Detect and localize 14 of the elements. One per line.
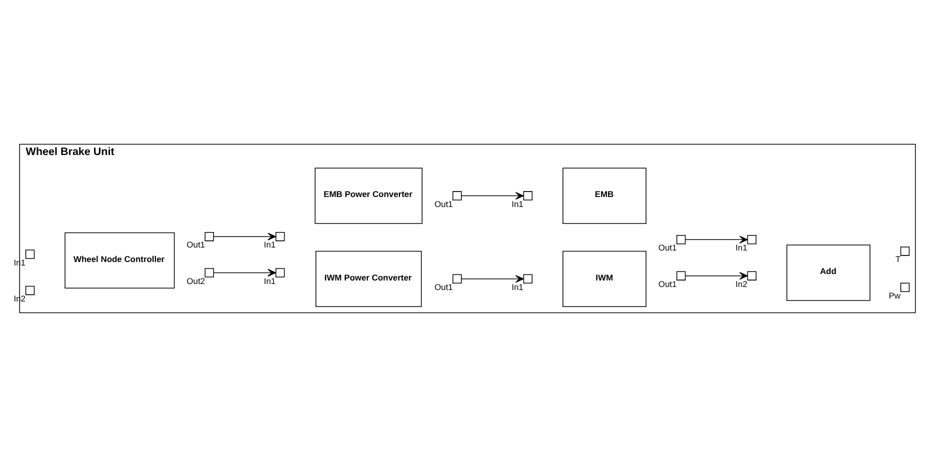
node-label: Out1 (186, 240, 206, 250)
node-label: In1 (264, 276, 276, 286)
node-label: Out1 (658, 278, 677, 289)
node-label: In1 (512, 282, 524, 292)
node-label: Pw (888, 290, 900, 300)
node-label: In1 (736, 242, 748, 253)
node-label: Out1 (658, 242, 677, 253)
node-label: In2 (736, 278, 748, 289)
node-label: Out1 (434, 282, 453, 292)
node-label: Out2 (186, 276, 206, 286)
node-label: Out1 (434, 198, 453, 209)
node-label: In1 (512, 198, 524, 209)
node-label: T (895, 254, 901, 264)
node-label: In1 (264, 240, 276, 250)
